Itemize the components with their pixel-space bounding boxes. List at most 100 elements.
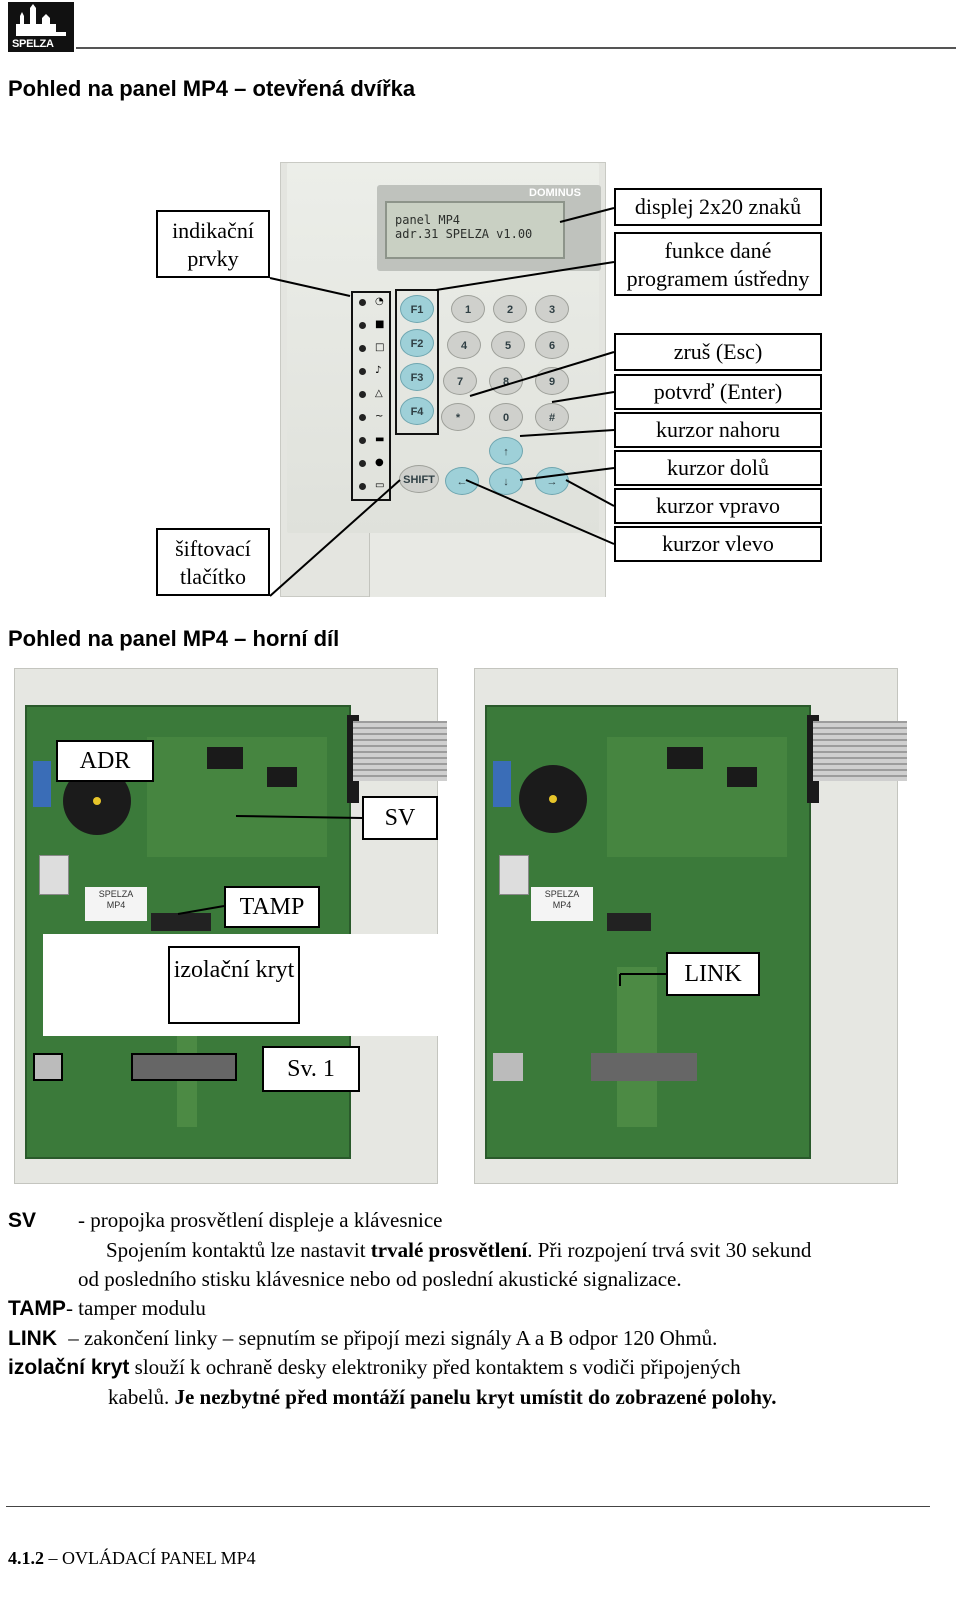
callout-sv: SV [362,796,438,840]
key-7[interactable]: 7 [443,367,477,395]
function-keys-group: F1 F2 F3 F4 [395,289,439,435]
callout-sv1: Sv. 1 [262,1046,360,1092]
callout-shift: šiftovací tlačítko [156,528,270,596]
callout-insulation-cover: izolační kryt [168,946,300,1024]
led [359,391,366,398]
desc-sv-text: - propojka prosvětlení displeje a kláves… [78,1208,443,1232]
tamper-switch [151,913,211,931]
page-footer: 4.1.2 – OVLÁDACÍ PANEL MP4 [8,1548,256,1569]
chip [207,747,243,769]
key-0[interactable]: 0 [489,403,523,431]
pcb-sticker: SPELZA MP4 [85,887,147,921]
desc-link-text: – zakončení linky – sepnutím se připojí … [68,1326,718,1350]
f2-key[interactable]: F2 [400,329,434,357]
callout-text: šiftovací tlačítko [175,536,251,589]
keypad-photo: DOMINUS panel MP4 adr.31 SPELZA v1.00 ◔ … [280,162,606,597]
lcd-display: panel MP4 adr.31 SPELZA v1.00 [385,201,565,259]
clock-icon: ◔ [375,296,384,307]
desc-cover-pre: kabelů. [108,1385,175,1409]
callout-indicators: indikační prvky [156,210,270,278]
chip [667,747,703,769]
key-3[interactable]: 3 [535,295,569,323]
callout-cursor-up: kurzor nahoru [614,412,822,448]
header-rule [76,47,956,49]
callout-esc: zruš (Esc) [614,333,822,371]
buzzer [519,765,587,833]
desc-cover-bold: Je nezbytné před montáží panelu kryt umí… [174,1385,777,1409]
led [359,322,366,329]
section-title-top-part: Pohled na panel MP4 – horní díl [8,626,340,651]
arrow-left-icon: ← [456,476,468,488]
desc-tamp-text: - tamper modulu [65,1296,206,1320]
shift-key[interactable]: SHIFT [399,465,439,493]
led [359,483,366,490]
brand-label: DOMINUS [529,187,581,199]
led [359,345,366,352]
term-cover: izolační kryt [8,1356,130,1379]
f1-key[interactable]: F1 [400,295,434,323]
pin-connector [39,855,69,895]
callout-cursor-down: kurzor dolů [614,450,822,486]
key-5[interactable]: 5 [491,331,525,359]
key-hash[interactable]: # [535,403,569,431]
callout-adr: ADR [56,740,154,782]
lcd-line-2: adr.31 SPELZA v1.00 [395,227,533,241]
pcb-leader-lines [177,815,666,986]
phone-icon: ▭ [375,480,385,491]
warning-icon: △ [375,388,383,399]
desc-cover-text: slouží k ochraně desky elektroniky před … [134,1355,741,1379]
arrow-right-key[interactable]: → [535,467,569,495]
callout-link: LINK [666,952,760,996]
sticker-model: MP4 [106,900,126,910]
desc-link: LINK – zakončení linky – sepnutím se při… [8,1324,717,1353]
footer-rule [6,1506,930,1507]
desc-sv: SV - propojka prosvětlení displeje a klá… [8,1206,442,1235]
dip-switch [493,761,511,807]
chip [267,767,297,787]
desc-sv-detail-pre: Spojením kontaktů lze nastavit [106,1238,371,1262]
key-star[interactable]: * [441,403,475,431]
arrow-down-icon: ↓ [503,476,509,488]
footer-number: 4.1.2 [8,1548,44,1568]
callout-cursor-left: kurzor vlevo [614,526,822,562]
led [359,414,366,421]
keypad-base [369,533,605,597]
sticker-model: MP4 [552,900,572,910]
lock-closed-icon: ■ [375,319,385,330]
section-title-open-door: Pohled na panel MP4 – otevřená dvířka [8,76,416,101]
callout-text: indikační prvky [172,218,254,271]
sv1-jumper [33,1053,63,1081]
lock-open-icon: □ [375,342,385,353]
keypad-leader-lines [269,207,615,597]
key-4[interactable]: 4 [447,331,481,359]
f4-key[interactable]: F4 [400,397,434,425]
term-tamp: TAMP [8,1297,66,1320]
traces [617,967,657,1127]
desc-sv-detail-2: od posledního stisku klávesnice nebo od … [78,1267,682,1291]
desc-cover-detail: kabelů. Je nezbytné před montáží panelu … [108,1383,776,1412]
led [359,437,366,444]
sticker-brand: SPELZA [544,889,580,899]
arrow-up-icon: ↑ [503,446,509,458]
key-6[interactable]: 6 [535,331,569,359]
desc-tamp: TAMP- tamper modulu [8,1294,206,1323]
term-link: LINK [8,1327,57,1350]
key-1[interactable]: 1 [451,295,485,323]
tamper-switch [607,913,651,931]
callout-display: displej 2x20 znaků [614,188,822,226]
desc-sv-detail-bold: trvalé prosvětlení [370,1238,528,1262]
arrow-up-key[interactable]: ↑ [489,437,523,465]
header-pins [591,1053,697,1081]
chip [727,767,757,787]
callout-tamp: TAMP [224,886,320,928]
sticker-brand: SPELZA [98,889,134,899]
sv1-header [131,1053,237,1081]
f3-key[interactable]: F3 [400,363,434,391]
arrow-left-key[interactable]: ← [445,467,479,495]
key-2[interactable]: 2 [493,295,527,323]
ac-power-icon: ~ [375,411,384,422]
arrow-down-key[interactable]: ↓ [489,467,523,495]
term-sv: SV [8,1209,37,1232]
alarm-icon: ♪ [375,365,382,376]
desc-sv-detail-post: . Při rozpojení trvá svit 30 sekund [527,1238,812,1262]
